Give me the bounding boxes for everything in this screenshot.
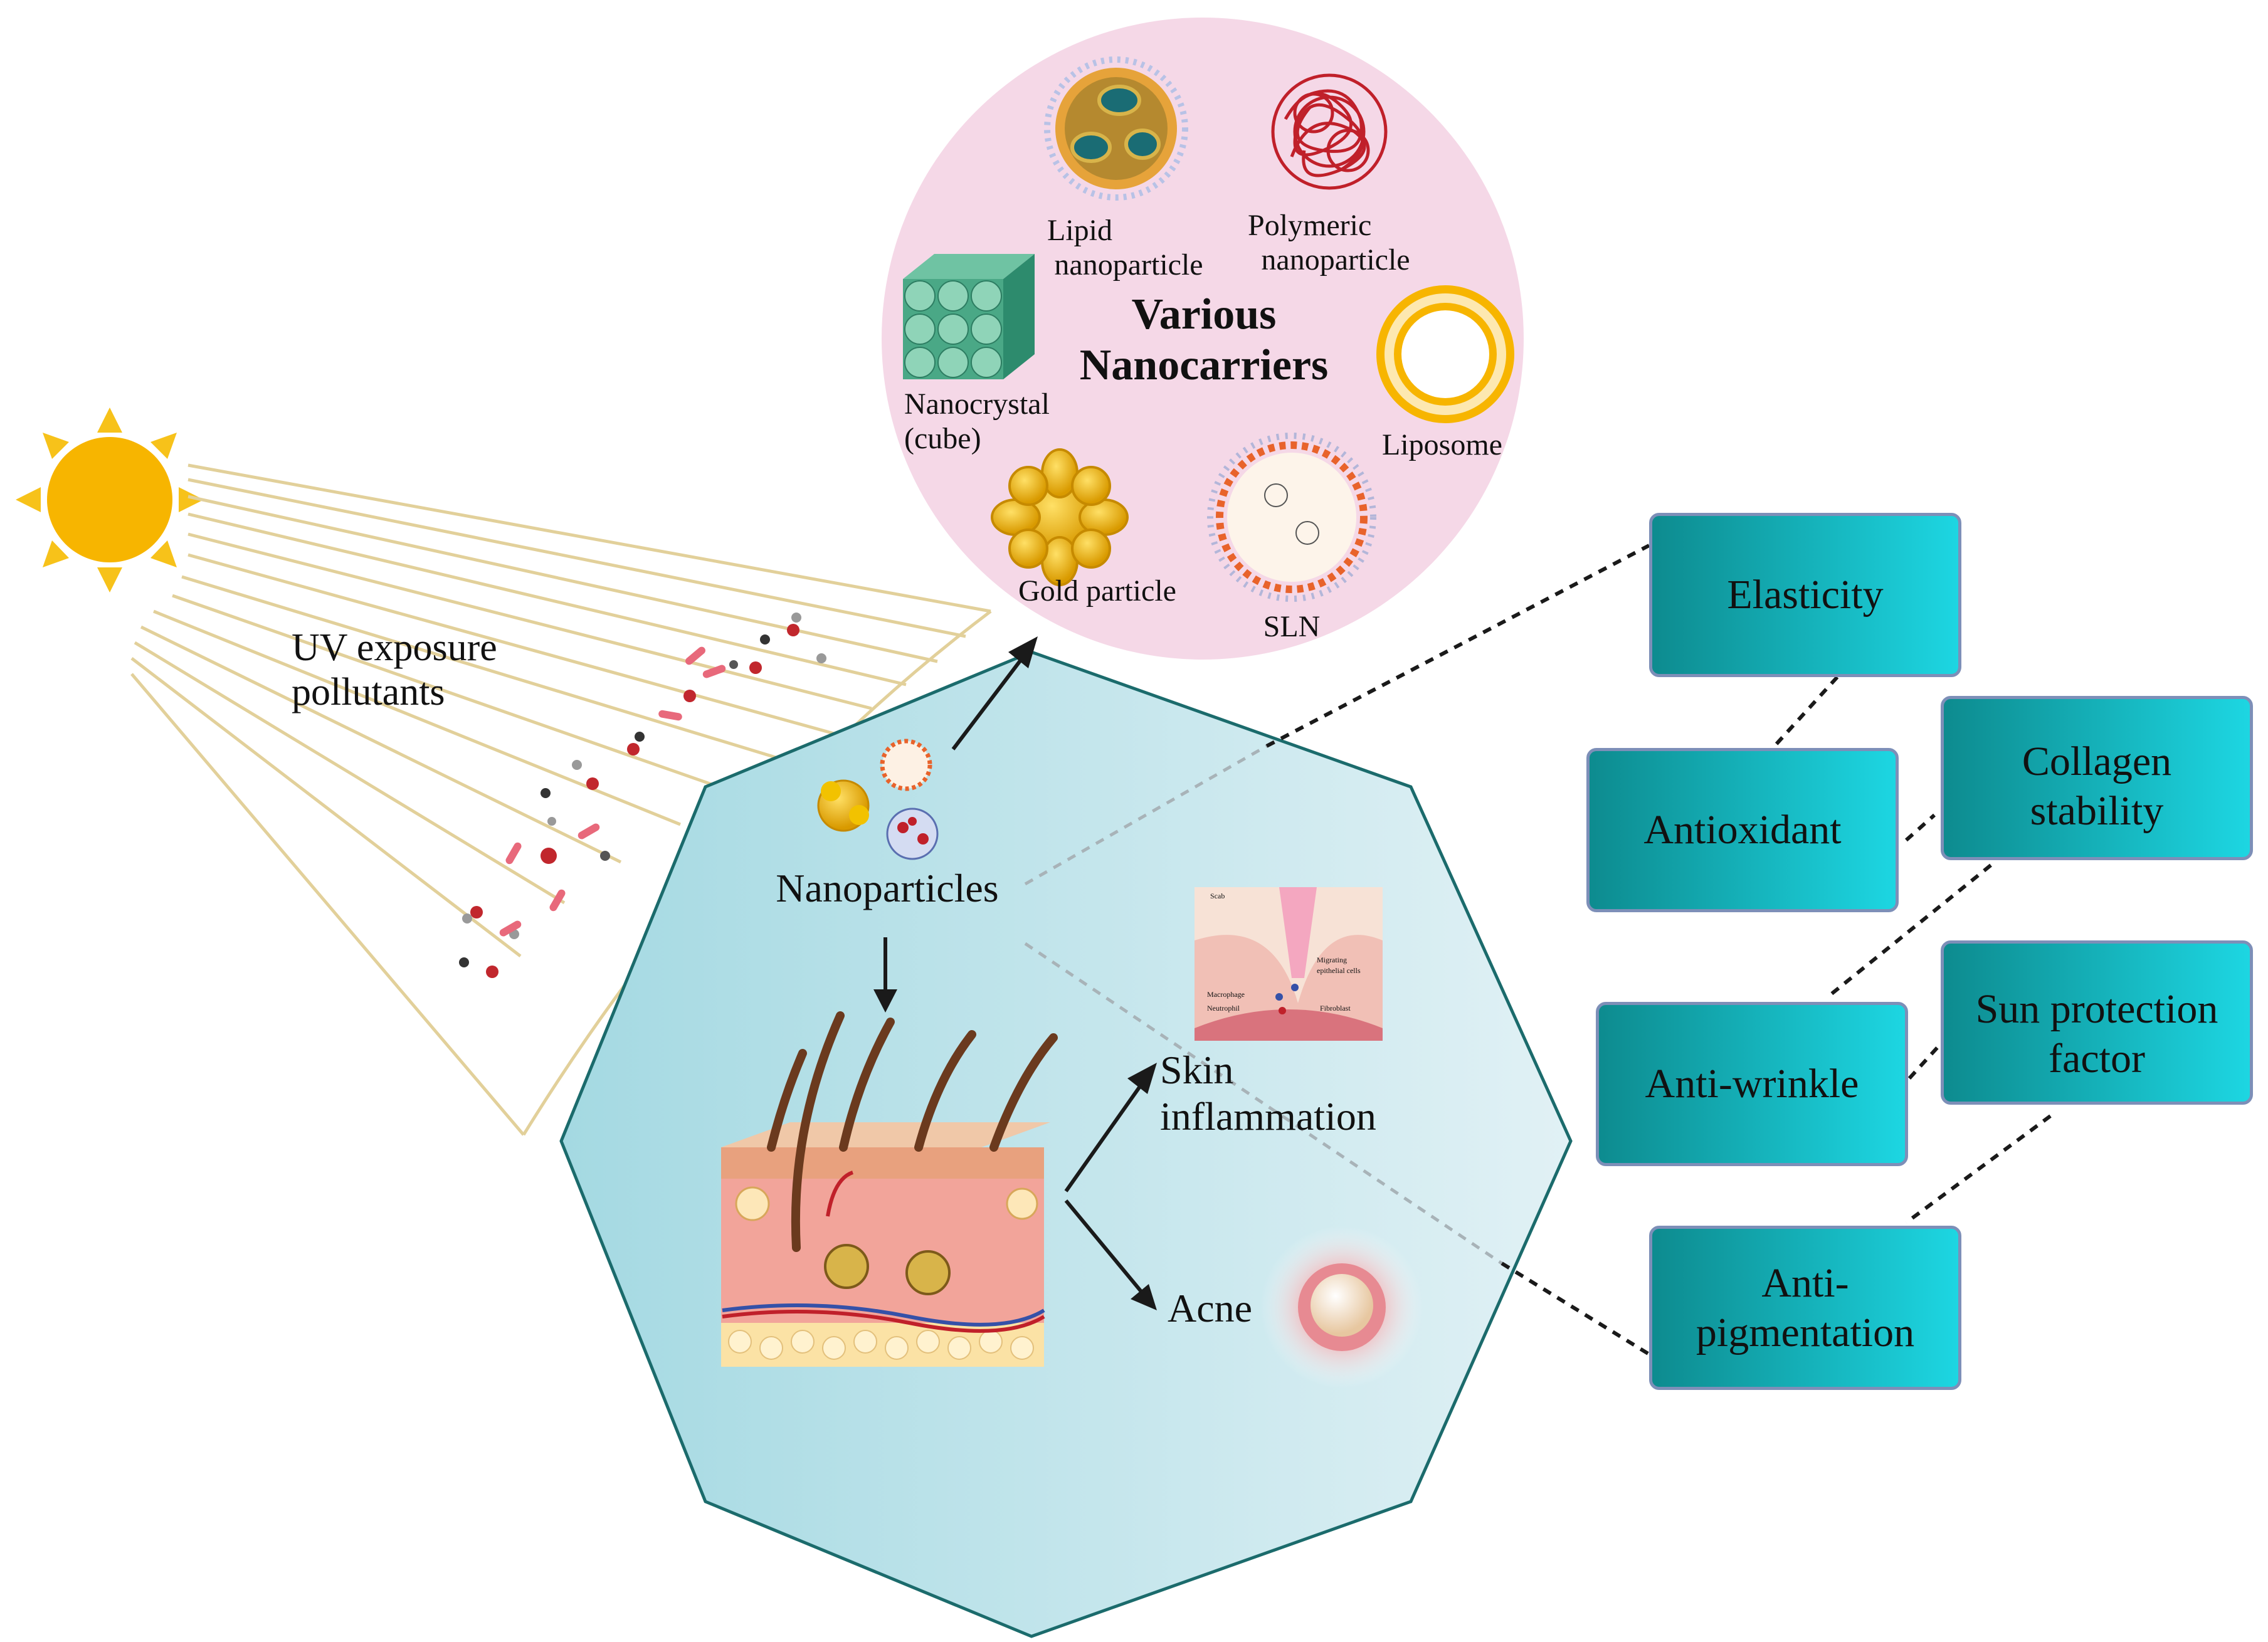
nanocrystal-line-2: (cube)	[904, 422, 981, 456]
flow-arrows	[873, 636, 1157, 1310]
inset-neutrophil-label: Neutrophil	[1207, 1004, 1240, 1013]
sun-icon	[16, 408, 204, 592]
inset-epithelial-label: epithelial cells	[1317, 966, 1361, 975]
inset-fibroblast-label: Fibroblast	[1320, 1004, 1351, 1013]
lipid-nanoparticle-label: Lipid nanoparticle	[1035, 213, 1223, 282]
skin-inflammation-label: Skin inflammation	[1160, 1047, 1423, 1139]
nanoparticles-cluster-icon	[817, 739, 939, 860]
anti-wrinkle-box: Anti-wrinkle	[1596, 1002, 1908, 1166]
skin-inflammation-inset	[1195, 887, 1383, 1041]
nanocrystal-line-1: Nanocrystal	[904, 387, 1050, 421]
elasticity-label: Elasticity	[1727, 572, 1884, 618]
uv-line-1: UV exposure	[292, 626, 497, 669]
antioxidant-label: Antioxidant	[1643, 807, 1842, 853]
polymeric-line-1: Polymeric	[1248, 209, 1372, 242]
skin-cross-section-icon	[721, 1011, 1058, 1367]
anti-wrinkle-label: Anti-wrinkle	[1645, 1061, 1859, 1107]
polymeric-nanoparticle-label: Polymeric nanoparticle	[1242, 208, 1430, 277]
polymeric-nanoparticle-icon	[1271, 73, 1388, 190]
gold-particle-icon	[991, 448, 1129, 586]
dashed-connectors	[1265, 544, 2052, 1356]
spf-label: Sun protection factor	[1975, 986, 2218, 1082]
nanoparticles-label: Nanoparticles	[776, 866, 999, 910]
liposome-label: Liposome	[1382, 428, 1502, 461]
polymeric-line-2: nanoparticle	[1261, 243, 1410, 277]
skin-line-2: inflammation	[1160, 1093, 1376, 1139]
gold-particle-label: Gold particle	[1018, 574, 1176, 608]
collagen-label: Collagen stability	[2022, 739, 2172, 834]
nanocrystal-label: Nanocrystal (cube)	[904, 387, 1080, 456]
skin-octagon	[559, 650, 1573, 1638]
faded-connectors	[1024, 744, 1503, 1265]
skin-line-1: Skin	[1160, 1048, 1234, 1092]
title-line-2: Nanocarriers	[1079, 340, 1329, 389]
various-nanocarriers-title: Various Nanocarriers	[1053, 290, 1354, 391]
nanocrystal-cube-icon	[903, 254, 1035, 379]
lipid-nanoparticle-icon	[1044, 56, 1188, 201]
antioxidant-box: Antioxidant	[1586, 748, 1899, 912]
sln-icon	[1207, 433, 1376, 602]
liposome-icon	[1376, 285, 1514, 423]
uv-exposure-label: UV exposure pollutants	[292, 626, 555, 715]
inset-macrophage-label: Macrophage	[1207, 990, 1245, 999]
sln-label: SLN	[1263, 610, 1321, 643]
lipid-line-2: nanoparticle	[1054, 248, 1203, 282]
anti-pigmentation-box: Anti- pigmentation	[1649, 1226, 1961, 1390]
acne-label: Acne	[1168, 1286, 1253, 1330]
lipid-line-1: Lipid	[1047, 214, 1112, 247]
elasticity-box: Elasticity	[1649, 513, 1961, 677]
uv-line-2: pollutants	[292, 671, 445, 714]
inset-migrating-label: Migrating	[1317, 955, 1347, 964]
sun-protection-factor-box: Sun protection factor	[1941, 940, 2253, 1105]
acne-icon	[1260, 1226, 1423, 1389]
anti-pigmentation-label: Anti- pigmentation	[1696, 1260, 1915, 1355]
collagen-stability-box: Collagen stability	[1941, 696, 2253, 860]
pollutant-particles	[459, 613, 826, 978]
title-line-1: Various	[1131, 290, 1277, 339]
inset-scab-label: Scab	[1210, 892, 1225, 900]
